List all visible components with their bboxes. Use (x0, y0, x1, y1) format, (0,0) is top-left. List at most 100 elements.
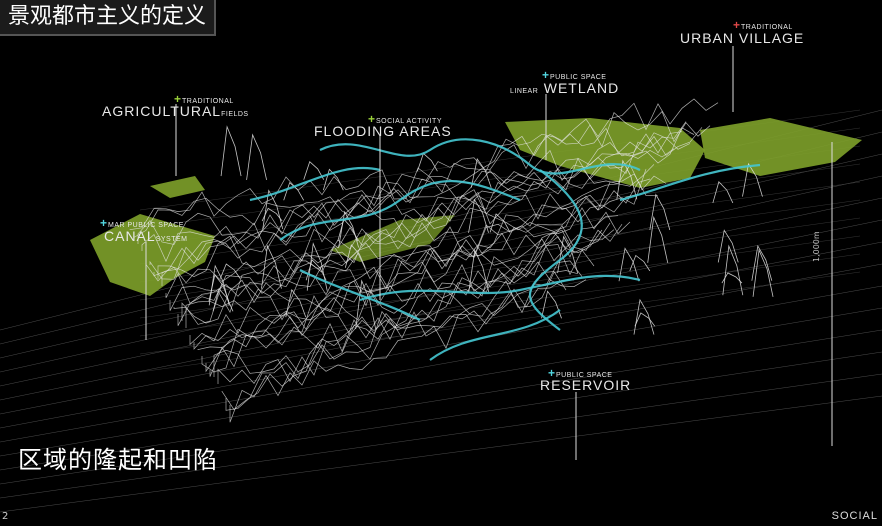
canal-tag: MAR PUBLIC SPACE (108, 222, 184, 229)
agricultural-fields (90, 118, 862, 296)
wetland-tag-row: +PUBLIC SPACE (542, 66, 606, 84)
grid-line (139, 217, 861, 319)
wetland-main: WETLAND (543, 80, 620, 96)
canal-main: CANAL (104, 228, 156, 244)
terrain-ridge (205, 229, 603, 373)
terrain-peak (285, 288, 307, 318)
terrain-peak (618, 247, 640, 282)
water-channel (249, 166, 381, 202)
terrain-peak (616, 159, 638, 200)
flooding-tag: SOCIAL ACTIVITY (376, 118, 442, 125)
agricultural-title: AGRICULTURALFIELDS (102, 103, 249, 121)
terrain-peak (647, 215, 669, 263)
terrain-peak (208, 264, 230, 306)
grid-line (0, 219, 882, 401)
terrain-peak (742, 162, 763, 197)
grid-line (0, 263, 882, 429)
flooding-tag-row: +SOCIAL ACTIVITY (368, 110, 442, 128)
grid-line (0, 307, 882, 457)
terrain-peak (220, 125, 242, 177)
plus-icon: + (174, 92, 183, 106)
water-channel (279, 180, 521, 241)
plus-icon: + (542, 68, 551, 82)
terrain-ridge (229, 271, 567, 423)
reservoir-title: RESERVOIR (540, 377, 632, 393)
terrain-ridge (189, 223, 623, 346)
grid-line (0, 153, 882, 359)
water-channels (249, 138, 761, 361)
terrain-ridges (129, 98, 774, 423)
terrain-ridge (165, 173, 659, 304)
ground-grid (0, 109, 882, 513)
urban-tag: TRADITIONAL (741, 24, 793, 31)
terrain-peak (541, 290, 562, 319)
terrain-peak (557, 235, 578, 274)
grid-line (0, 241, 882, 415)
scale-label: 1,000m (812, 231, 821, 262)
grid-line (139, 181, 861, 283)
wetland-tag: PUBLIC SPACE (550, 74, 607, 81)
grid-line (139, 271, 861, 373)
terrain-peak (649, 193, 671, 231)
slide-title: 景观都市主义的定义 (0, 0, 217, 36)
water-channel (359, 274, 641, 302)
page-number: 2 (2, 511, 9, 522)
field-patch-wetland (505, 118, 705, 188)
terrain-peak (712, 180, 734, 204)
plus-icon: + (733, 18, 742, 32)
plus-icon: + (100, 216, 109, 230)
water-channel (319, 138, 641, 175)
urban-title: URBAN VILLAGE (680, 30, 805, 46)
terrain-peak (751, 244, 773, 281)
wetland-sub: LINEAR (510, 88, 539, 95)
terrain-peak (246, 133, 267, 181)
terrain-peak (337, 218, 359, 242)
terrain-peak (634, 312, 656, 327)
terrain-peak (629, 254, 651, 272)
terrain-ridge (181, 193, 639, 324)
terrain-ridge (169, 178, 651, 314)
field-patch-agri (150, 176, 205, 198)
terrain-peak (261, 244, 282, 289)
wetland-title: LINEAR WETLAND (510, 80, 619, 98)
terrain-peak (355, 279, 377, 330)
agricultural-tag: TRADITIONAL (182, 98, 234, 105)
plus-icon: + (368, 112, 377, 126)
terrain-peak (752, 248, 774, 297)
plus-icon: + (548, 366, 557, 380)
terrain-peak (722, 244, 744, 296)
grid-line (0, 351, 882, 485)
agricultural-main: AGRICULTURAL (102, 103, 222, 119)
reservoir-tag: PUBLIC SPACE (556, 372, 613, 379)
terrain-ridge (145, 121, 687, 282)
canal-post: SYSTEM (155, 236, 188, 243)
terrain-peak (212, 288, 234, 312)
terrain-ridge (185, 207, 631, 328)
grid-line (139, 253, 861, 355)
grid-line (0, 329, 882, 471)
terrain-peak (633, 298, 655, 335)
terrain-ridge (213, 261, 587, 377)
grid-line (0, 175, 882, 373)
agricultural-label: +TRADITIONAL (174, 90, 234, 108)
terrain-ridge (217, 270, 579, 384)
label-leader-lines (145, 46, 833, 460)
field-patch-canal (90, 214, 215, 296)
urban-tag-row: +TRADITIONAL (733, 16, 793, 34)
field-patch-flood (330, 215, 455, 262)
terrain-ridge (221, 260, 583, 411)
terrain-peak (468, 249, 490, 293)
terrain-peak (344, 244, 366, 268)
section-label: SOCIAL (831, 510, 878, 522)
canal-title: CANALSYSTEM (104, 228, 187, 246)
canal-tag-row: +MAR PUBLIC SPACE (100, 214, 184, 232)
terrain-peak (303, 161, 325, 180)
water-channel (529, 169, 583, 331)
terrain-peak (470, 158, 492, 188)
grid-line (0, 285, 882, 443)
terrain-peak (417, 152, 438, 172)
terrain-peak (468, 198, 489, 233)
flooding-title: FLOODING AREAS (314, 123, 452, 139)
